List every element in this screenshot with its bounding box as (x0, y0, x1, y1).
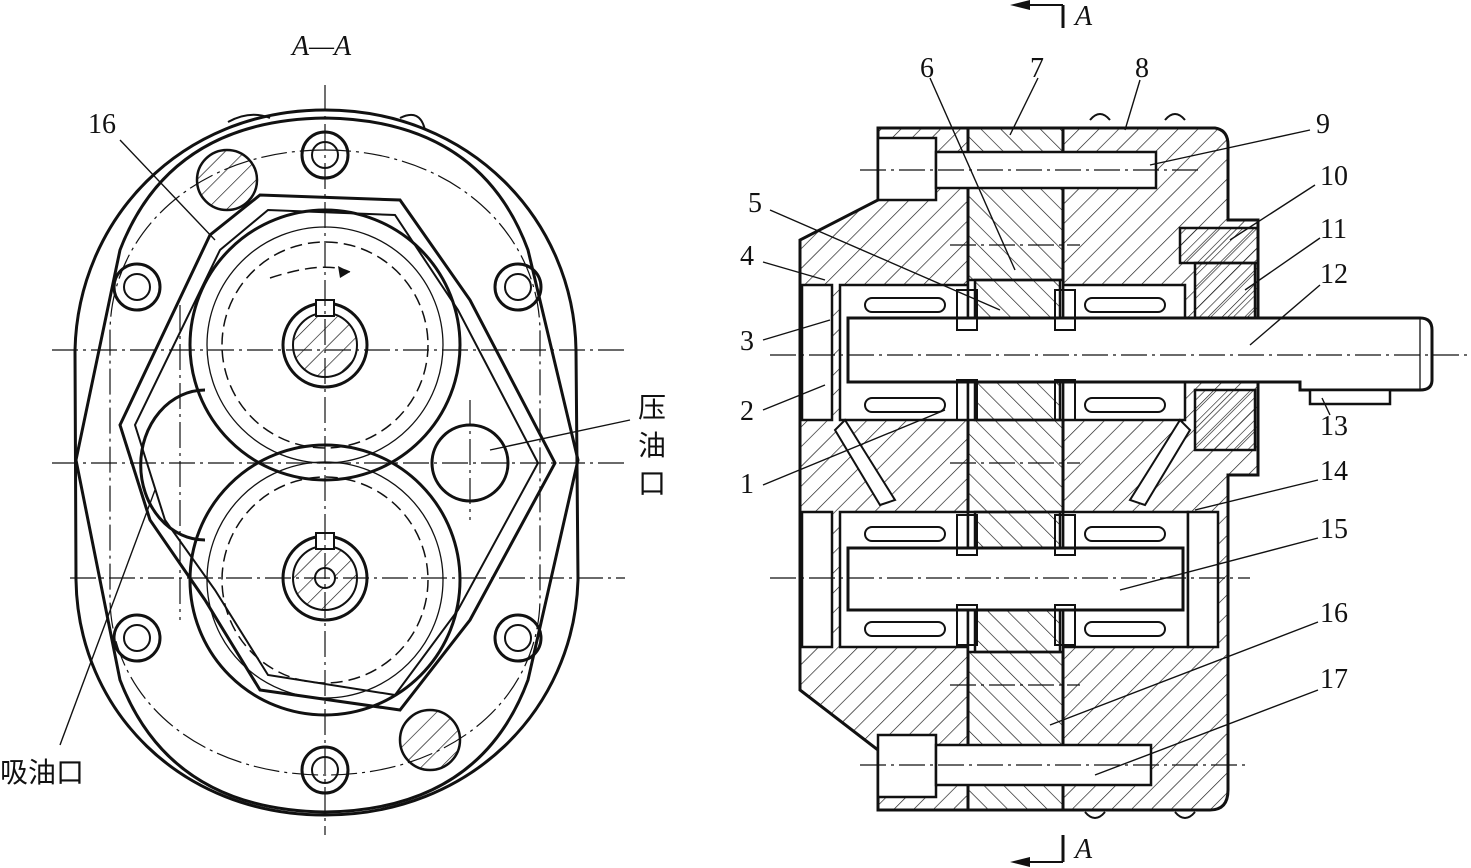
needle-bearings (864, 297, 1166, 637)
leader-16-left (119, 139, 216, 241)
part-number-12: 12 (1320, 259, 1348, 290)
bolt-circle (109, 149, 541, 776)
seal-retainer (1178, 226, 1260, 265)
drive-key (1308, 388, 1392, 406)
part-number-11: 11 (1320, 214, 1347, 245)
label-suction-port: 吸油口 (0, 756, 84, 789)
part-number-5: 5 (748, 188, 762, 219)
label-discharge-2: 油 (638, 429, 666, 462)
part-number-14: 14 (1320, 456, 1348, 487)
pump-cavity-inner (133, 208, 540, 697)
label-16-section: 16 (88, 109, 116, 140)
part-number-10: 10 (1320, 161, 1348, 192)
section-arrow-bottom-icon (1010, 857, 1030, 867)
left-drain-channel (833, 418, 897, 507)
part-number-4: 4 (740, 241, 754, 272)
housing-tab-right (399, 114, 426, 131)
dowel-pin-lower-right (398, 708, 462, 772)
oil-seal-lower (1193, 388, 1257, 452)
part-number-6: 6 (920, 53, 934, 84)
part-number-7: 7 (1030, 53, 1044, 84)
pump-cavity-outline (118, 193, 557, 712)
housing-tab-left (227, 113, 271, 123)
bottom-foot-left (1084, 811, 1106, 819)
front-cover (798, 126, 970, 812)
section-view-a-a: A—A (0, 31, 666, 835)
top-foot-right (1164, 113, 1186, 121)
dowel-pin-upper-left (195, 148, 259, 212)
upper-end-plug (800, 283, 834, 422)
rotation-arc (269, 266, 351, 279)
section-arrow-top-icon (1010, 0, 1030, 10)
label-discharge-3: 口 (638, 467, 666, 500)
pump-housing-outline (74, 116, 580, 814)
retaining-rings (956, 289, 1076, 646)
leader-discharge (489, 419, 631, 451)
part-number-1: 1 (740, 469, 754, 500)
driven-shaft (846, 546, 1185, 612)
part-number-16: 16 (1320, 598, 1348, 629)
pump-body (966, 126, 1065, 812)
leader-lines (762, 77, 1331, 776)
part-number-17: 17 (1320, 664, 1348, 695)
lower-gear-root (221, 476, 429, 684)
section-mark-bottom: A (1073, 834, 1093, 865)
section-mark-top: A (1073, 1, 1093, 32)
housing-outer (73, 108, 580, 817)
leader-suction (59, 489, 156, 746)
section-title: A—A (290, 31, 352, 62)
drive-shaft (846, 316, 1434, 392)
lower-end-plug (800, 510, 834, 649)
oil-seal-upper (1193, 261, 1257, 320)
right-drain-channel (1128, 418, 1192, 507)
bottom-foot-right (1174, 811, 1196, 819)
part-number-8: 8 (1135, 53, 1149, 84)
part-number-3: 3 (740, 326, 754, 357)
lower-right-end-plug (1186, 510, 1220, 649)
part-number-9: 9 (1316, 109, 1330, 140)
suction-port-circle (139, 388, 206, 542)
bolt-head-bottom (876, 733, 938, 799)
side-section-view: A A (740, 0, 1471, 867)
rotation-arrow-icon (338, 266, 350, 278)
label-discharge-1: 压 (638, 391, 666, 424)
part-number-2: 2 (740, 396, 754, 427)
upper-gear-root (221, 241, 429, 449)
part-number-13: 13 (1320, 411, 1348, 442)
top-foot-left (1089, 113, 1111, 121)
bolt-head-top (876, 136, 938, 202)
part-number-15: 15 (1320, 514, 1348, 545)
